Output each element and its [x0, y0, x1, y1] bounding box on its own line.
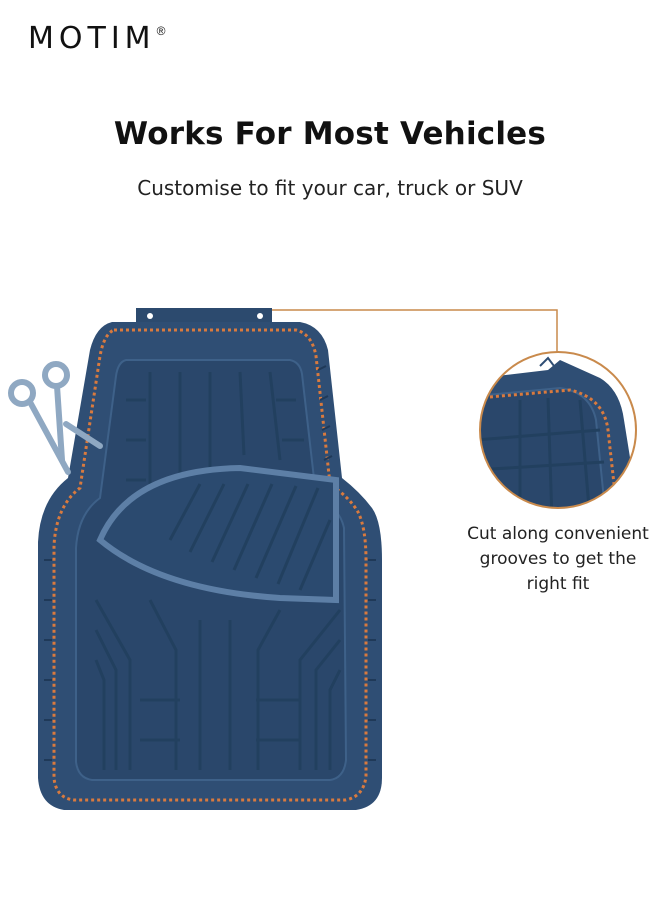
brand-name: MOTIM — [28, 21, 156, 56]
callout-line-1: Cut along convenient — [467, 524, 649, 544]
headline: Works For Most Vehicles — [113, 116, 547, 152]
scissors-icon — [8, 361, 103, 475]
subheadline: Customise to fit your car, truck or SUV — [137, 176, 523, 200]
callout-leader-line — [272, 309, 558, 352]
brand-logo: MOTIM ® — [28, 22, 165, 56]
registered-mark: ® — [156, 24, 166, 38]
floor-mat — [38, 308, 382, 810]
zoom-detail — [479, 351, 637, 509]
callout-line-3: right fit — [526, 574, 590, 594]
callout-caption: Cut along convenient grooves to get the … — [456, 522, 660, 597]
callout-line-2: grooves to get the — [479, 549, 637, 569]
